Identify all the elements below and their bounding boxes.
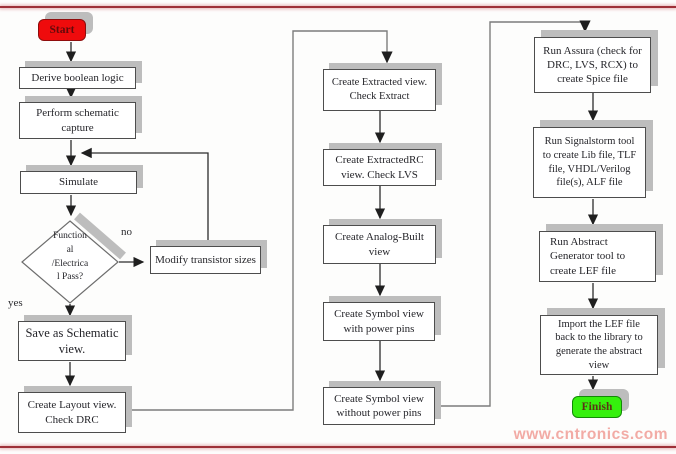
node-label: Save as Schematic view. bbox=[25, 325, 119, 356]
node-save-schematic-view: Save as Schematic view. bbox=[18, 321, 126, 361]
node-label: Create Symbol view without power pins bbox=[334, 392, 424, 419]
watermark: www.cntronics.com bbox=[513, 426, 668, 443]
node-create-analog-built-view: Create Analog-Built view bbox=[323, 225, 436, 264]
node-label: Create Extracted view. Check Extract bbox=[331, 77, 428, 102]
node-label: Create Analog-Built view bbox=[335, 231, 424, 258]
node-label: Create Symbol view with power pins bbox=[334, 308, 424, 335]
node-label: Start bbox=[49, 24, 75, 36]
decision-label: Function al /Electrica l Pass? bbox=[51, 231, 89, 283]
node-create-extracted-view: Create Extracted view. Check Extract bbox=[323, 69, 436, 111]
accent-line-bottom bbox=[0, 446, 676, 448]
node-label: Modify transistor sizes bbox=[155, 253, 256, 266]
node-create-extractedrc-view: Create ExtractedRC view. Check LVS bbox=[323, 149, 436, 186]
edge-label-yes: yes bbox=[8, 297, 23, 309]
node-simulate: Simulate bbox=[20, 171, 137, 194]
node-finish: Finish bbox=[572, 396, 622, 418]
node-derive-boolean-logic: Derive boolean logic bbox=[19, 67, 136, 89]
node-label: Import the LEF file back to the library … bbox=[555, 318, 643, 371]
node-start: Start bbox=[38, 19, 86, 41]
edge-label-no: no bbox=[121, 226, 132, 238]
node-label: Run Signalstorm tool to create Lib file,… bbox=[542, 136, 637, 189]
node-create-symbol-with-power-pins: Create Symbol view with power pins bbox=[323, 302, 435, 341]
node-run-assura: Run Assura (check for DRC, LVS, RCX) to … bbox=[534, 37, 651, 93]
node-label: Simulate bbox=[58, 176, 99, 189]
node-label: Create ExtractedRC view. Check LVS bbox=[335, 154, 424, 181]
node-create-symbol-without-power-pins: Create Symbol view without power pins bbox=[323, 387, 435, 425]
node-import-lef-file: Import the LEF file back to the library … bbox=[540, 315, 658, 375]
node-perform-schematic-capture: Perform schematic capture bbox=[19, 102, 136, 139]
node-label: Derive boolean logic bbox=[31, 71, 124, 84]
node-label: Run Assura (check for DRC, LVS, RCX) to … bbox=[543, 44, 642, 86]
node-label: Create Layout view. Check DRC bbox=[27, 399, 117, 426]
node-run-abstract-generator: Run Abstract Generator tool to create LE… bbox=[539, 231, 656, 282]
node-create-layout-view: Create Layout view. Check DRC bbox=[18, 392, 126, 433]
node-modify-transistor-sizes: Modify transistor sizes bbox=[150, 246, 261, 274]
node-run-signalstorm: Run Signalstorm tool to create Lib file,… bbox=[533, 127, 646, 198]
accent-line-top bbox=[0, 6, 676, 8]
node-label: Finish bbox=[581, 401, 613, 413]
node-label: Perform schematic capture bbox=[36, 107, 119, 134]
node-label: Run Abstract Generator tool to create LE… bbox=[550, 236, 626, 277]
